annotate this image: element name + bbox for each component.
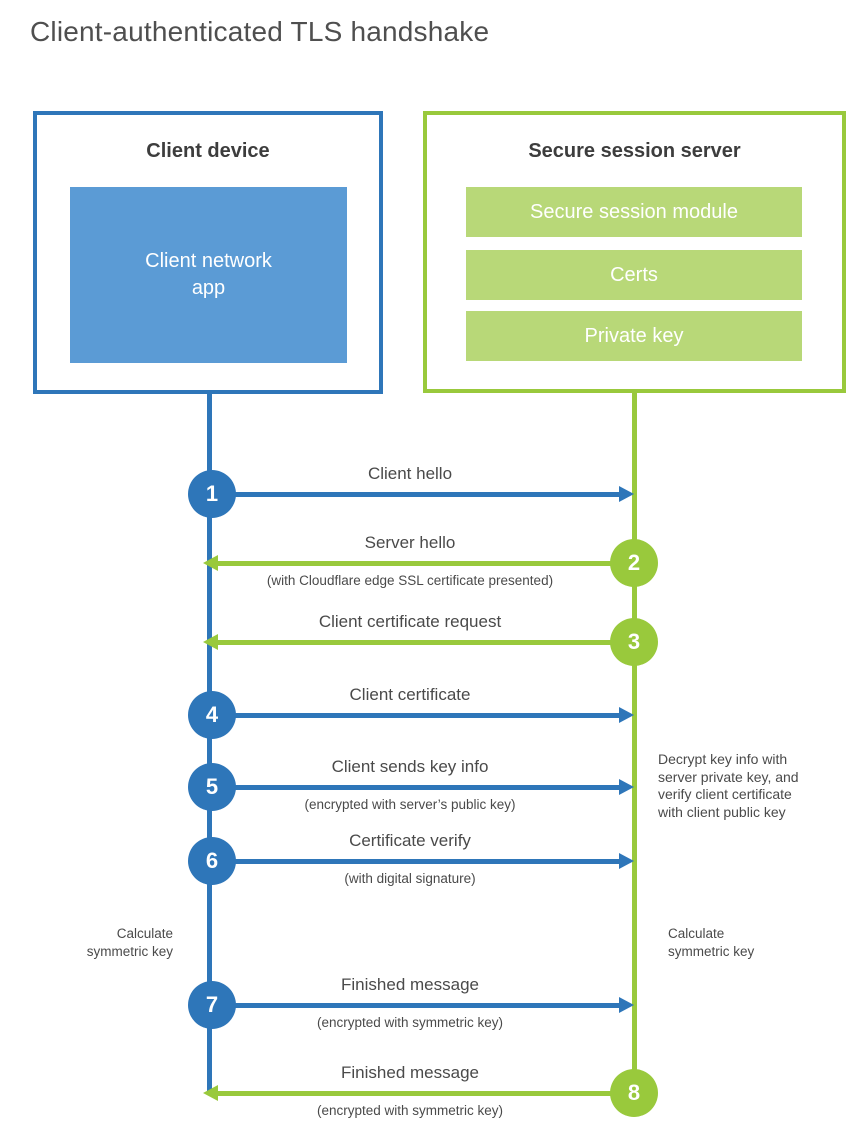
arrowhead-left-icon-2 [203,555,218,571]
message-sublabel-2: (with Cloudflare edge SSL certificate pr… [266,573,554,588]
message-arrow-8 [218,1091,634,1096]
client-network-app-box: Client network app [70,187,347,363]
step-circle-8: 8 [610,1069,658,1117]
step-circle-7: 7 [188,981,236,1029]
client-device-title: Client device [146,140,270,162]
calculate-symmetric-key-note-server: Calculate symmetric key [668,926,755,959]
message-label-3: Client certificate request [318,612,502,631]
page-title: Client-authenticated TLS handshake [30,16,490,47]
server-lifeline [632,391,637,1093]
arrowhead-right-icon-6 [619,853,634,869]
arrowhead-right-icon-1 [619,486,634,502]
arrowhead-right-icon-5 [619,779,634,795]
message-sublabel-7: (encrypted with symmetric key) [316,1015,504,1030]
message-label-4: Client certificate [349,685,471,704]
message-label-8: Finished message [341,1063,479,1082]
message-sublabel-8: (encrypted with symmetric key) [316,1103,504,1118]
step-circle-6: 6 [188,837,236,885]
step-circle-3: 3 [610,618,658,666]
step-circle-4: 4 [188,691,236,739]
calculate-symmetric-key-note-client: Calculate symmetric key [86,926,173,959]
message-arrow-1 [210,492,619,497]
arrowhead-left-icon-3 [203,634,218,650]
message-label-1: Client hello [367,464,453,483]
message-label-2: Server hello [364,533,456,552]
message-arrow-2 [218,561,634,566]
message-label-7: Finished message [341,975,479,994]
step-circle-5: 5 [188,763,236,811]
arrowhead-right-icon-4 [619,707,634,723]
message-sublabel-5: (encrypted with server’s public key) [304,797,516,812]
step-circle-1: 1 [188,470,236,518]
message-arrow-5 [210,785,619,790]
secure-session-server-title: Secure session server [528,140,741,162]
client-network-app-label: Client network app [145,250,272,299]
module-bar-private-key: Private key [466,311,802,361]
arrowhead-left-icon-8 [203,1085,218,1101]
message-arrow-4 [210,713,619,718]
message-arrow-6 [210,859,619,864]
arrowhead-right-icon-7 [619,997,634,1013]
module-bar-certs: Certs [466,250,802,300]
step-circle-2: 2 [610,539,658,587]
message-arrow-7 [210,1003,619,1008]
message-label-5: Client sends key info [331,757,489,776]
client-lifeline [207,392,212,1092]
decrypt-key-note: Decrypt key info with server private key… [658,751,799,820]
module-bar-secure-session-module: Secure session module [466,187,802,237]
message-arrow-3 [218,640,634,645]
message-label-6: Certificate verify [349,831,471,850]
message-sublabel-6: (with digital signature) [344,871,476,886]
